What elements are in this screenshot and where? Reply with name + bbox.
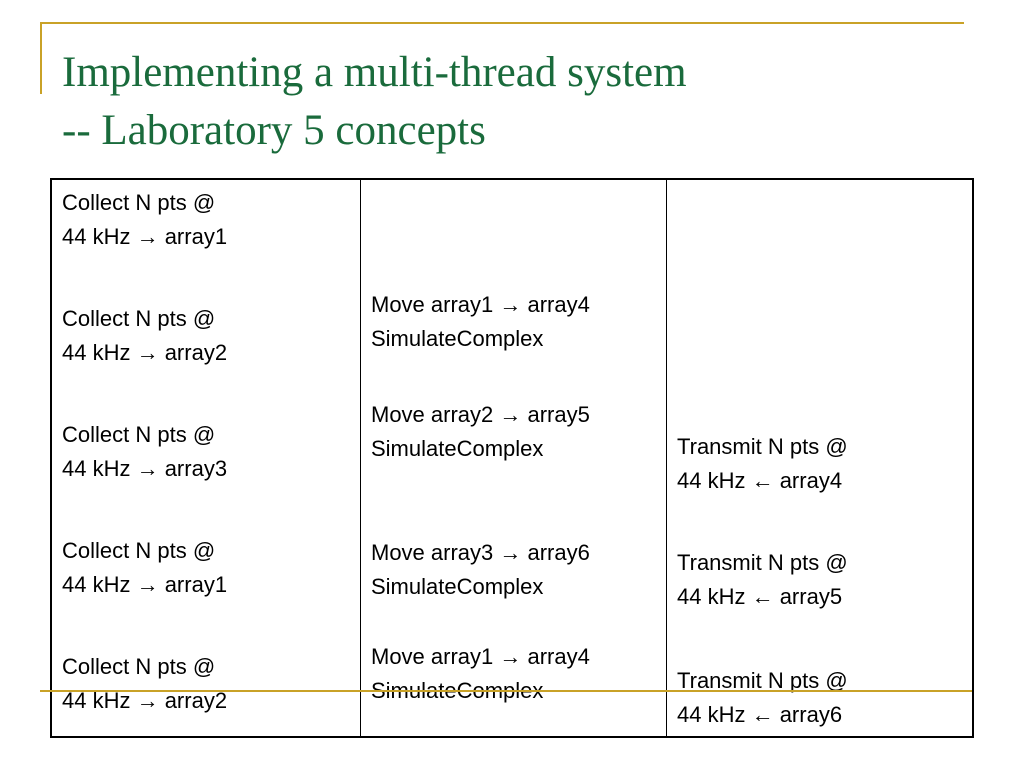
collect-column: Collect N pts @ 44 kHz → array1 Collect … [52, 180, 360, 736]
thread-timeline-table: Collect N pts @ 44 kHz → array1 Collect … [50, 178, 974, 738]
process-cell-3: Move array3 → array6 SimulateComplex [371, 540, 590, 599]
top-accent-line [40, 22, 964, 24]
slide-title: Implementing a multi-thread system -- La… [62, 44, 687, 160]
process-column: Move array1 → array4 SimulateComplex Mov… [360, 180, 667, 736]
collect-cell-3: Collect N pts @ 44 kHz → array3 [62, 422, 228, 481]
transmit-cell-3: Transmit N pts @ 44 kHz ← array6 [677, 668, 848, 727]
transmit-column: Transmit N pts @ 44 kHz ← array4 Transmi… [666, 180, 973, 736]
bottom-accent-line [40, 690, 972, 692]
transmit-cell-1: Transmit N pts @ 44 kHz ← array4 [677, 434, 848, 493]
process-cell-1: Move array1 → array4 SimulateComplex [371, 292, 590, 351]
left-accent-line [40, 22, 42, 94]
slide-title-line-2: -- Laboratory 5 concepts [62, 107, 486, 154]
process-cell-2: Move array2 → array5 SimulateComplex [371, 402, 590, 461]
slide-title-line-1: Implementing a multi-thread system [62, 49, 687, 96]
transmit-cell-2: Transmit N pts @ 44 kHz ← array5 [677, 550, 848, 609]
collect-cell-4: Collect N pts @ 44 kHz → array1 [62, 538, 228, 597]
collect-cell-1: Collect N pts @ 44 kHz → array1 [62, 190, 228, 249]
process-cell-4: Move array1 → array4 SimulateComplex [371, 644, 590, 703]
collect-cell-2: Collect N pts @ 44 kHz → array2 [62, 306, 228, 365]
collect-cell-5: Collect N pts @ 44 kHz → array2 [62, 654, 228, 713]
